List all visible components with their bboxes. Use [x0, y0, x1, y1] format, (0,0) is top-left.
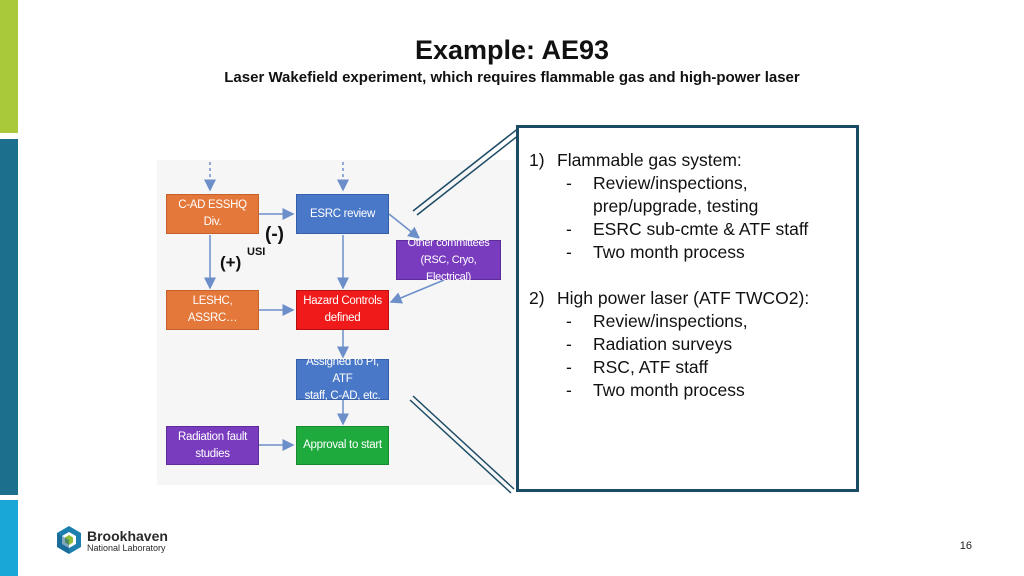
item1-heading: Flammable gas system:	[557, 150, 742, 170]
item2-heading: High power laser (ATF TWCO2):	[557, 288, 810, 308]
item1-bullet-1-cont: prep/upgrade, testing	[593, 196, 759, 216]
usi-label: USI	[247, 246, 266, 258]
logo-subtitle: National Laboratory	[87, 543, 166, 553]
page-number: 16	[959, 540, 972, 552]
esrc-review-box: ESRC review	[296, 194, 389, 234]
review-flowchart: C-AD ESSHQ Div. ESRC review Other commit…	[157, 160, 517, 485]
item1-bullet-3: -Two month process	[566, 242, 745, 262]
assigned-box: Assigned to PI, ATF staff, C-AD, etc.	[296, 356, 389, 402]
arrow-esrc-other	[388, 213, 421, 239]
approval-box: Approval to start	[296, 426, 389, 465]
side-accent-green	[0, 0, 18, 133]
hazard-controls-box: Hazard Controls defined	[296, 290, 389, 330]
details-panel: 1)Flammable gas system: -Review/inspecti…	[516, 125, 859, 492]
flowchart-connectors	[204, 162, 445, 451]
leshc-assrc-box: LESHC, ASSRC…	[166, 290, 259, 330]
callout-line-bottom-a	[412, 395, 515, 490]
radiation-fault-box: Radiation fault studies	[166, 426, 259, 465]
arrow-other-hazard	[389, 279, 445, 304]
side-accent-teal	[0, 139, 18, 495]
side-accent-blue	[0, 500, 18, 576]
callout-line-bottom-b	[409, 399, 512, 494]
item-flammable-gas: 1)Flammable gas system: -Review/inspecti…	[529, 150, 809, 262]
logo-name: Brookhaven	[87, 528, 168, 544]
item-high-power-laser: 2)High power laser (ATF TWCO2): -Review/…	[529, 288, 810, 400]
item2-bullet-4: -Two month process	[566, 380, 745, 400]
item2-bullet-2: -Radiation surveys	[566, 334, 733, 354]
item1-bullet-2: -ESRC sub-cmte & ATF staff	[566, 219, 809, 239]
item1-bullet-1: -Review/inspections,	[566, 173, 748, 193]
minus-label: (-)	[265, 224, 284, 245]
slide-title: Example: AE93	[414, 35, 610, 65]
callout-line-top-b	[416, 130, 525, 216]
cad-esshq-box: C-AD ESSHQ Div.	[166, 194, 259, 234]
item2-bullet-3: -RSC, ATF staff	[566, 357, 709, 377]
plus-label: (+)	[220, 253, 242, 272]
callout-line-top-a	[412, 126, 521, 212]
brookhaven-logo-icon	[57, 526, 81, 554]
item2-bullet-1: -Review/inspections,	[566, 311, 748, 331]
slide-subtitle: Laser Wakefield experiment, which requir…	[224, 69, 800, 86]
other-committees-box: Other committees (RSC, Cryo, Electrical)	[396, 237, 501, 283]
